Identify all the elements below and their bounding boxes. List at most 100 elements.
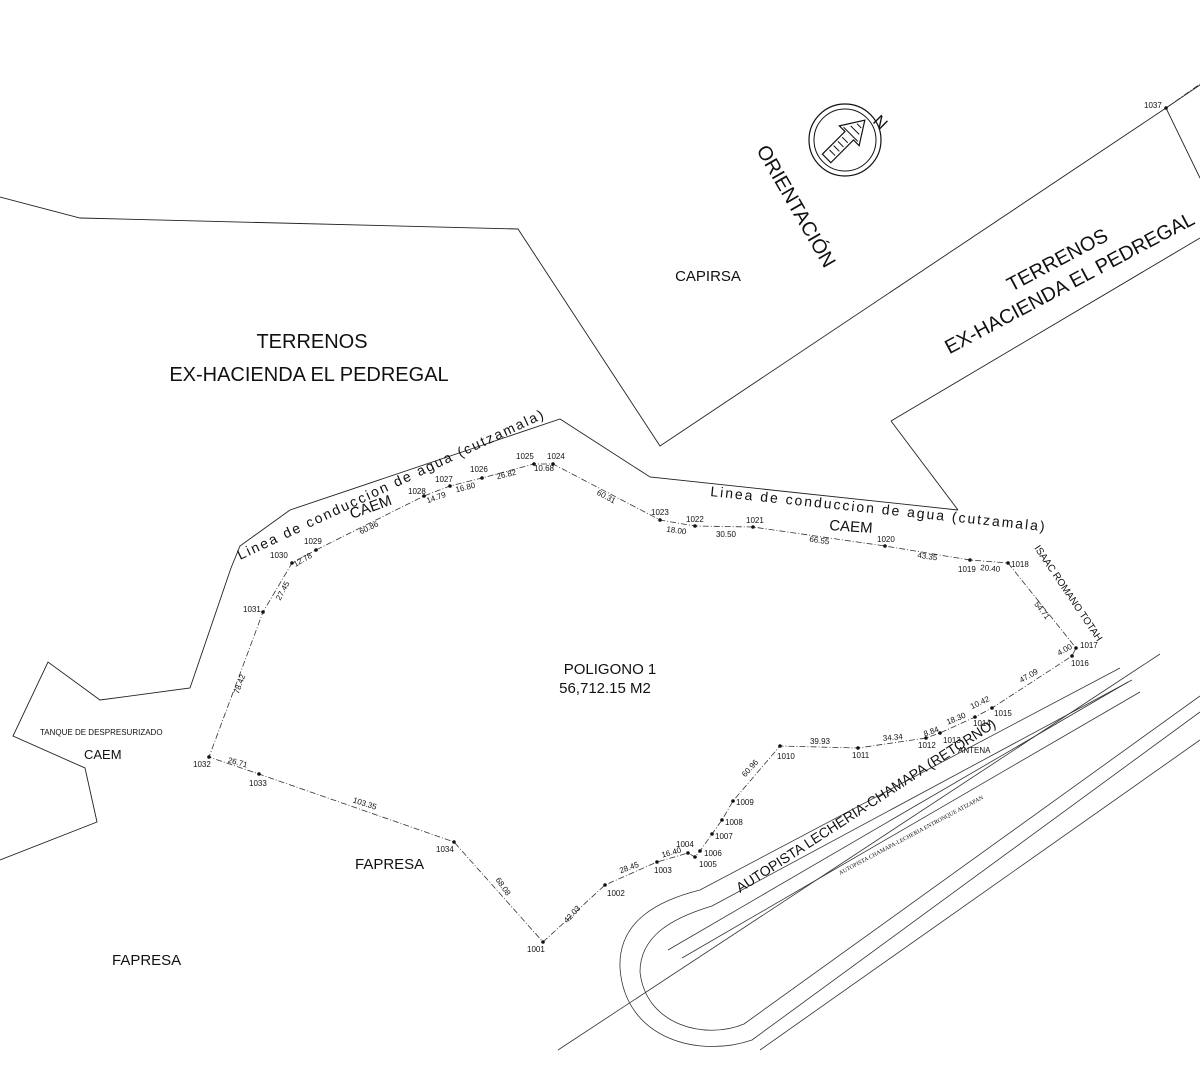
distance-label: 66.55	[809, 535, 831, 547]
vertex-label-1017: 1017	[1080, 641, 1098, 650]
vertex-1005	[693, 855, 697, 859]
vertex-1021	[751, 525, 755, 529]
vertex-label-1030: 1030	[270, 551, 288, 560]
distance-label: 39.93	[810, 737, 831, 746]
vertex-label-1018: 1018	[1011, 560, 1029, 569]
vertex-label-1010: 1010	[777, 752, 795, 761]
tank-label: TANQUE DE DESPRESURIZADO	[40, 728, 163, 737]
highway-ramp	[557, 653, 1200, 1051]
vertex-1016	[1070, 654, 1074, 658]
vertex-label-1014: 1014	[973, 719, 991, 728]
vertex-1010	[778, 744, 782, 748]
caem-right-label: CAEM	[829, 517, 873, 537]
distance-label: 43.35	[917, 551, 939, 563]
vertex-label-1028: 1028	[408, 487, 426, 496]
vertex-1037	[1164, 106, 1168, 110]
vertex-1003	[655, 860, 659, 864]
distance-label: 20.40	[980, 563, 1001, 574]
distance-label: 34.34	[882, 732, 903, 743]
vertex-1001	[541, 940, 545, 944]
vertex-1033	[257, 772, 261, 776]
context-lines	[0, 83, 1200, 861]
vertex-label-1026: 1026	[470, 465, 488, 474]
vertex-1030	[290, 561, 294, 565]
distance-label: 42.03	[562, 903, 582, 924]
distance-label: 26.82	[496, 468, 518, 482]
vertex-1024	[551, 462, 555, 466]
vertex-1032	[207, 755, 211, 759]
distance-label: 54.71	[1032, 600, 1052, 622]
distance-label: 30.50	[716, 530, 737, 539]
compass-inner-ring	[813, 108, 877, 172]
vertex-label-1027: 1027	[435, 475, 453, 484]
fapresa-label-1: FAPRESA	[355, 856, 424, 873]
polygon-area: 56,712.15 M2	[559, 680, 651, 697]
distance-label: 12.78	[292, 551, 314, 569]
distance-label: 10.42	[969, 694, 991, 711]
vertex-label-1012: 1012	[918, 741, 936, 750]
polygon-boundary	[208, 463, 1077, 943]
polygon-name: POLIGONO 1	[564, 661, 657, 678]
vertex-label-1002: 1002	[607, 889, 625, 898]
vertex-label-1033: 1033	[249, 779, 267, 788]
vertex-1006	[698, 849, 702, 853]
vertex-label-1008: 1008	[725, 818, 743, 827]
distance-label: 26.71	[227, 756, 249, 770]
vertex-1011	[856, 746, 860, 750]
terrenos-left-line2: EX-HACIENDA EL PEDREGAL	[169, 364, 448, 386]
vertex-1015	[990, 706, 994, 710]
distance-label: 78.42	[232, 673, 247, 695]
north-letter: N	[869, 111, 891, 133]
vertex-label-1031: 1031	[243, 605, 261, 614]
vertex-1019	[968, 558, 972, 562]
pipeline-label-left: Linea de conduccion de agua (cutzamala)	[235, 405, 548, 562]
vertex-1013	[938, 731, 942, 735]
vertex-1027	[448, 484, 452, 488]
distance-label: 27.45	[274, 579, 292, 601]
vertex-label-1024: 1024	[547, 452, 565, 461]
fapresa-label-2: FAPRESA	[112, 952, 181, 969]
distance-label: 10.68	[534, 464, 555, 473]
vertex-1004	[686, 851, 690, 855]
neighbor-label: ISAAC ROMANO TOTAH	[1032, 544, 1105, 644]
vertex-1022	[693, 524, 697, 528]
caem-tank-label: CAEM	[84, 747, 122, 762]
vertex-1020	[883, 544, 887, 548]
vertex-1008	[720, 818, 724, 822]
vertex-1014	[973, 715, 977, 719]
vertex-1023	[658, 518, 662, 522]
vertex-label-1037: 1037	[1144, 101, 1162, 110]
vertex-label-1032: 1032	[193, 760, 211, 769]
compass-outer-ring	[808, 103, 882, 177]
distance-label: 60.86	[358, 519, 380, 536]
vertex-layer: 1001100210031004100510061007100810091010…	[193, 101, 1168, 954]
north-arrow	[808, 103, 882, 177]
distance-label: 47.09	[1018, 667, 1040, 685]
vertex-label-1016: 1016	[1071, 659, 1089, 668]
vertex-1031	[261, 610, 265, 614]
capirsa-label: CAPIRSA	[675, 268, 741, 285]
vertex-label-1006: 1006	[704, 849, 722, 858]
vertex-label-1013: 1013	[943, 736, 961, 745]
vertex-label-1005: 1005	[699, 860, 717, 869]
distance-label: 18.00	[666, 525, 688, 537]
vertex-label-1019: 1019	[958, 565, 976, 574]
distance-label: 68.08	[494, 876, 513, 898]
vertex-label-1025: 1025	[516, 452, 534, 461]
terrenos-right-line2: EX-HACIENDA EL PEDREGAL	[941, 208, 1198, 359]
vertex-1002	[603, 883, 607, 887]
antena-label: ANTENA	[958, 746, 991, 755]
vertex-1017	[1074, 646, 1078, 650]
vertex-1009	[731, 799, 735, 803]
distance-label: 16.80	[455, 481, 477, 495]
distance-label: 14.79	[425, 490, 447, 505]
road-label-main: AUTOPISTA LECHERIA-CHAMAPA (RETORNO)	[733, 715, 999, 895]
vertex-label-1015: 1015	[994, 709, 1012, 718]
vertex-label-1029: 1029	[304, 537, 322, 546]
vertex-label-1001: 1001	[527, 945, 545, 954]
distance-label: 103.35	[352, 796, 379, 812]
vertex-label-1007: 1007	[715, 832, 733, 841]
vertex-label-1011: 1011	[852, 751, 870, 760]
vertex-label-1009: 1009	[736, 798, 754, 807]
